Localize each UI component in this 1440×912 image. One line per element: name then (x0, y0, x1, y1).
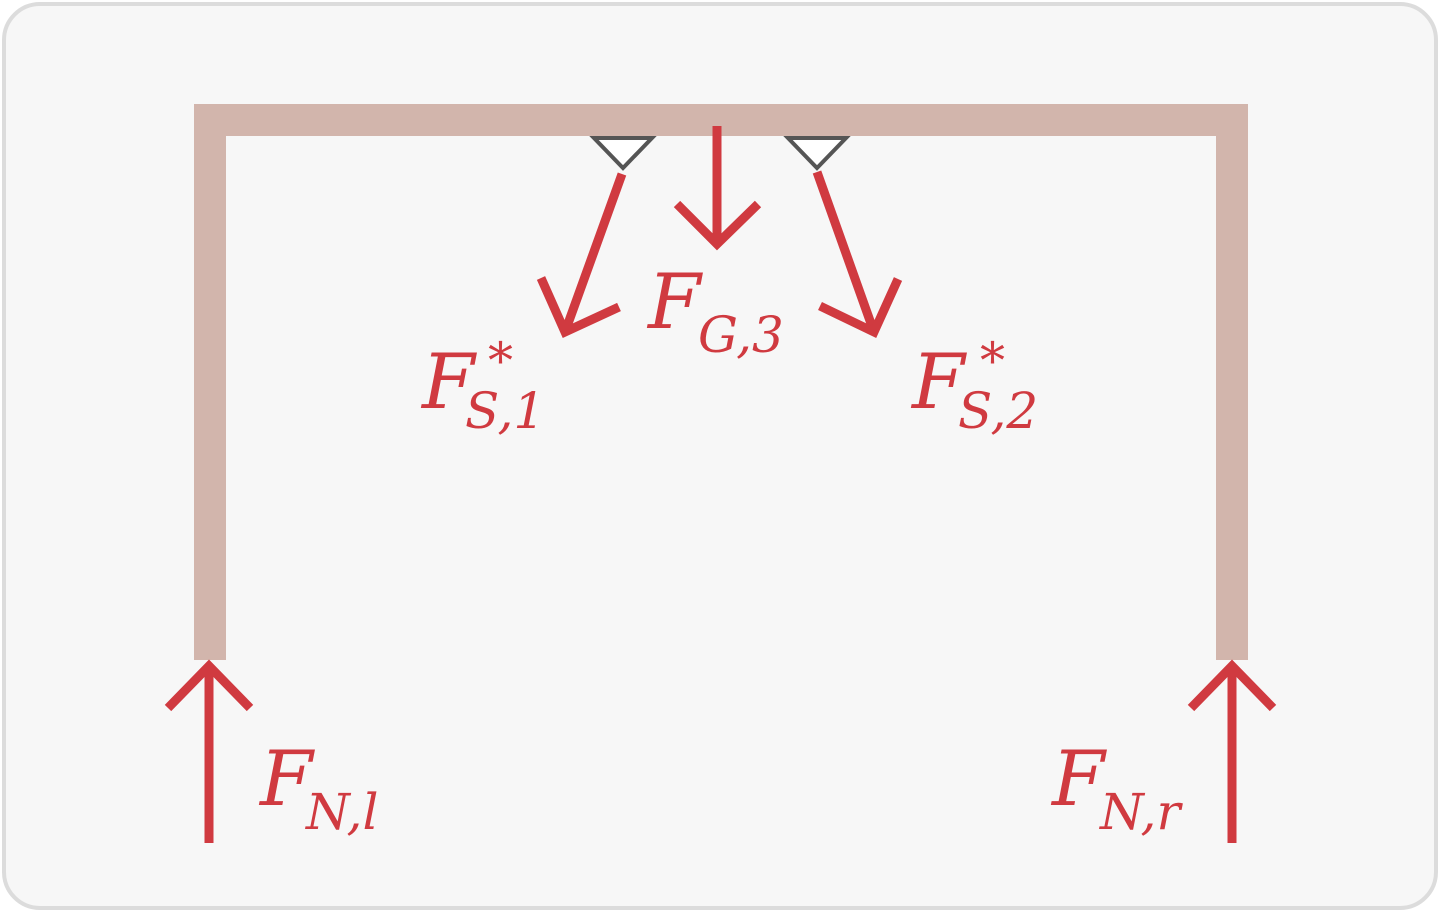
force-fnr-arrow (1187, 659, 1277, 843)
hinge-left-icon (589, 136, 657, 171)
frame-beam (194, 104, 1248, 660)
hinge-right-icon (783, 136, 851, 171)
force-fs2-arrow (812, 170, 903, 339)
force-fs1-arrow (536, 172, 627, 339)
force-fnr-label: F N,r (1050, 734, 1183, 841)
force-fs1-label: F S,1 * (420, 332, 550, 440)
force-fnl-label: F N,l (258, 734, 378, 841)
force-fs2-label: F S,2 * (910, 332, 1043, 440)
force-fg3-label: F G,3 (646, 257, 784, 364)
force-fnl-arrow (164, 659, 254, 843)
force-fg3-arrow (673, 126, 762, 251)
